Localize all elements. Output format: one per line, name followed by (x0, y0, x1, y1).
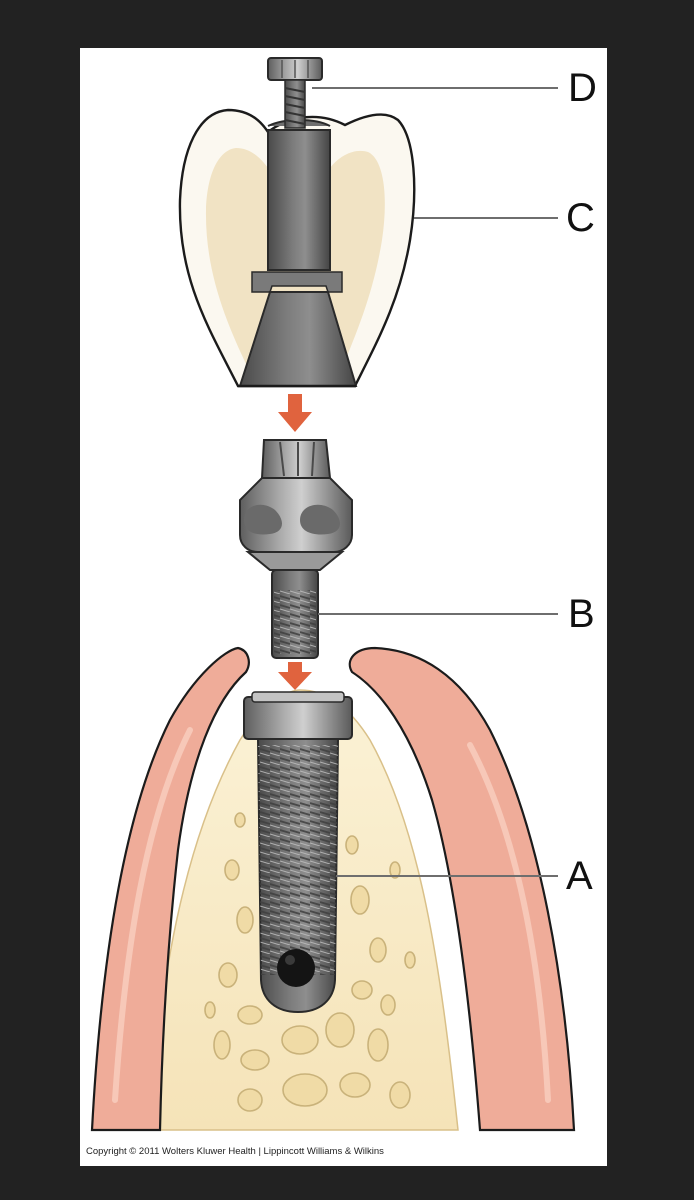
label-b: B (568, 592, 595, 636)
crown (178, 108, 416, 388)
assembly-arrows (278, 394, 312, 690)
implant-fixture (243, 691, 353, 1014)
leader-lines (312, 87, 558, 877)
gum-right (348, 646, 576, 1132)
abutment-screw (267, 57, 323, 129)
label-a: A (566, 854, 593, 898)
copyright-notice: Copyright © 2011 Wolters Kluwer Health |… (86, 1146, 384, 1157)
arrow-crown-to-abutment (278, 394, 312, 432)
arrow-abutment-to-implant (278, 662, 312, 690)
label-d: D (568, 66, 597, 110)
abutment (239, 439, 353, 659)
bone-trabeculae (204, 812, 416, 1112)
implant-apical-hole (277, 949, 315, 987)
gum-left (90, 646, 250, 1132)
label-c: C (566, 196, 595, 240)
